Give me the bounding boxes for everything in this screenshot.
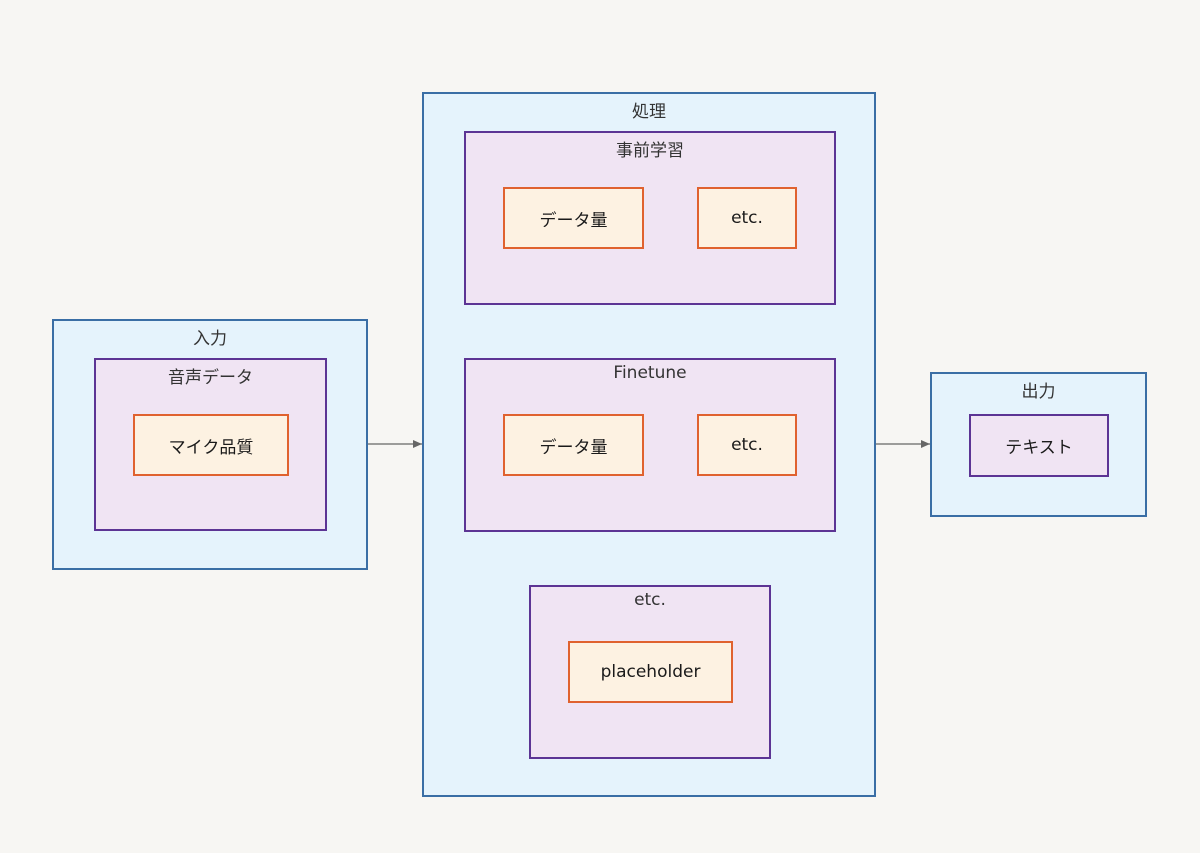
processing-group: 処理 事前学習 データ量 etc. Finetune データ量 etc. etc… bbox=[422, 92, 876, 797]
input-group-title: 入力 bbox=[193, 329, 227, 349]
processing-group-title: 処理 bbox=[632, 102, 666, 122]
pretraining-etc-node: etc. bbox=[697, 187, 797, 249]
audio-data-group: 音声データ マイク品質 bbox=[94, 358, 327, 531]
audio-data-group-title: 音声データ bbox=[168, 368, 253, 388]
mic-quality-node: マイク品質 bbox=[133, 414, 289, 476]
finetune-group-title: Finetune bbox=[613, 363, 687, 383]
finetune-group: Finetune データ量 etc. bbox=[464, 358, 836, 532]
other-group: etc. placeholder bbox=[529, 585, 771, 759]
other-group-title: etc. bbox=[634, 590, 666, 610]
pretraining-group: 事前学習 データ量 etc. bbox=[464, 131, 836, 305]
text-node: テキスト bbox=[969, 414, 1109, 477]
pretraining-data-amount-node: データ量 bbox=[503, 187, 644, 249]
output-group: 出力 テキスト bbox=[930, 372, 1147, 517]
finetune-data-amount-node: データ量 bbox=[503, 414, 644, 476]
pretraining-group-title: 事前学習 bbox=[616, 141, 684, 161]
placeholder-node: placeholder bbox=[568, 641, 733, 703]
output-group-title: 出力 bbox=[1021, 382, 1056, 402]
finetune-etc-node: etc. bbox=[697, 414, 797, 476]
input-group: 入力 音声データ マイク品質 bbox=[52, 319, 368, 570]
